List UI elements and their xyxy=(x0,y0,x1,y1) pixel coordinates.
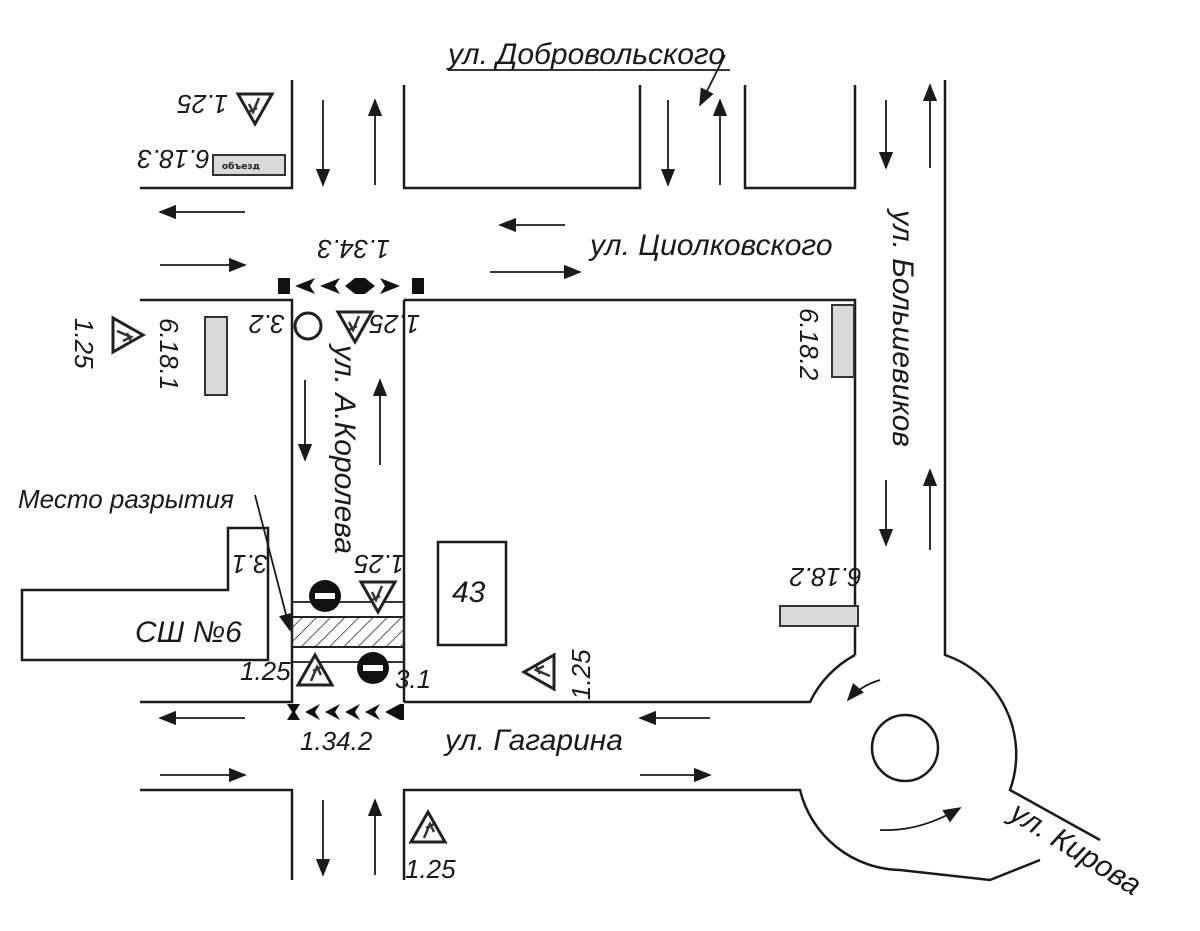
svg-text:1.34.3: 1.34.3 xyxy=(317,234,390,264)
road-edges xyxy=(140,80,1101,882)
svg-text:1.25: 1.25 xyxy=(405,854,456,884)
no-vehicles-sign-icon xyxy=(293,311,323,341)
street-dobrovolskogo: ул. Добровольского xyxy=(446,38,725,71)
street-bolshevikov: ул. Большевиков xyxy=(886,208,919,447)
house-number: 43 xyxy=(452,576,486,609)
roadworks-sign-icon xyxy=(111,316,145,354)
street-gagarina: ул. Гагарина xyxy=(443,724,623,757)
roadworks-sign-icon xyxy=(336,310,374,344)
svg-text:1.25: 1.25 xyxy=(354,549,405,579)
svg-text:3.1: 3.1 xyxy=(232,549,268,579)
direction-chevrons-1342 xyxy=(287,704,404,720)
roadworks-sign-icon xyxy=(236,92,274,126)
excavation-label: Место разрытия xyxy=(18,484,234,514)
svg-text:объезд: объезд xyxy=(222,161,260,172)
buildings: СШ №6 43 xyxy=(20,526,508,662)
excavation-site: Место разрытия xyxy=(18,484,405,663)
svg-text:1.25: 1.25 xyxy=(177,89,228,119)
svg-text:6.18.2: 6.18.2 xyxy=(789,562,862,592)
road-signs: 1.25 объезд 6.18.3 1.34.3 3.2 1.25 6.18.… xyxy=(69,89,862,884)
svg-text:1.25: 1.25 xyxy=(566,649,596,700)
svg-text:1.25: 1.25 xyxy=(369,309,420,339)
svg-text:1.25: 1.25 xyxy=(69,318,99,369)
svg-text:1.34.2: 1.34.2 xyxy=(300,726,373,756)
roadworks-sign-icon xyxy=(296,653,334,687)
street-korolev: ул. А.Королева xyxy=(328,343,361,554)
svg-text:3.1: 3.1 xyxy=(395,664,431,694)
roadworks-sign-icon xyxy=(359,580,397,614)
house-43 xyxy=(436,540,508,647)
direction-chevrons-1343 xyxy=(278,278,424,294)
no-entry-sign-icon xyxy=(309,580,341,612)
detour-plate-icon xyxy=(212,154,286,176)
no-entry-sign-icon xyxy=(357,652,389,684)
traffic-direction-arrows xyxy=(158,54,962,877)
svg-text:1.25: 1.25 xyxy=(240,656,291,686)
detour-plate-icon xyxy=(779,605,859,627)
detour-plate-icon xyxy=(204,316,228,396)
svg-text:6.18.3: 6.18.3 xyxy=(137,144,210,174)
street-tsiolkovskogo: ул. Циолковского xyxy=(588,229,833,262)
svg-text:6.18.2: 6.18.2 xyxy=(794,308,824,381)
detour-plate-icon xyxy=(831,304,855,378)
street-labels: ул. Добровольского ул. Циолковского ул. … xyxy=(328,38,1147,902)
street-kirova: ул. Кирова xyxy=(1003,795,1147,902)
svg-text:6.18.1: 6.18.1 xyxy=(154,318,184,390)
school-building xyxy=(20,526,270,662)
school-label: СШ №6 xyxy=(135,616,242,649)
svg-text:3.2: 3.2 xyxy=(248,309,285,339)
roadworks-sign-icon xyxy=(522,653,556,691)
roadworks-sign-icon xyxy=(409,810,447,844)
